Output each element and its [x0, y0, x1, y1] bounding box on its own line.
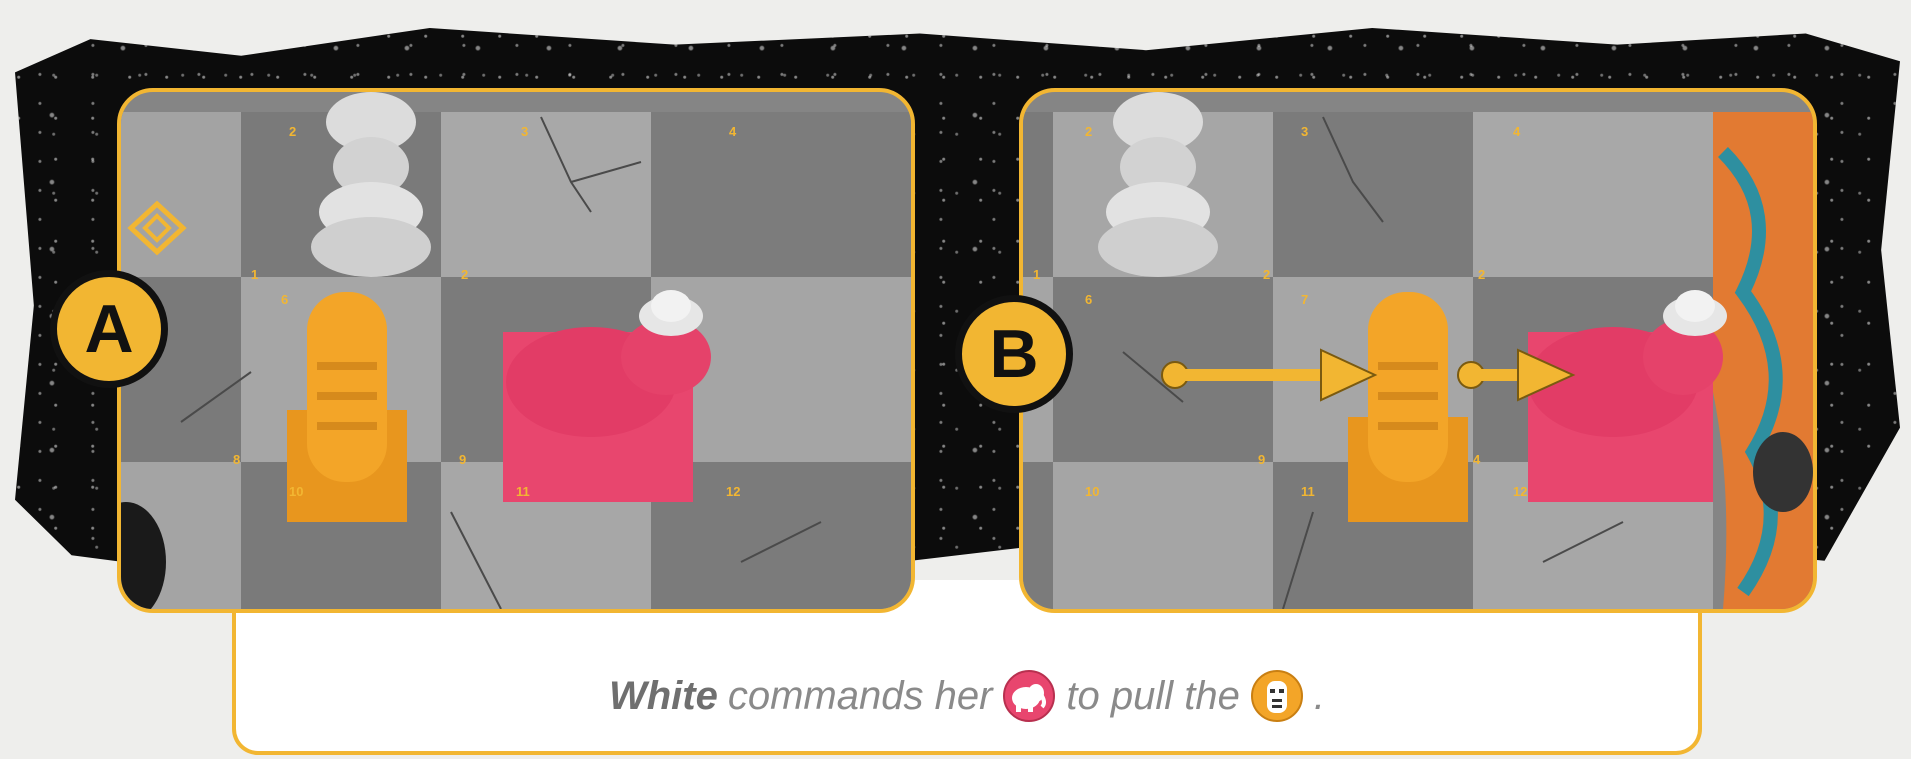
- tile-number: 2: [289, 124, 296, 139]
- tile-number: 10: [289, 484, 303, 499]
- tile-number: 11: [1301, 484, 1315, 499]
- tile-number: 12: [1513, 484, 1527, 499]
- caption-text: White commands her to pull the .: [232, 668, 1702, 724]
- tile-number: 9: [1258, 452, 1265, 467]
- panel-label-b: B: [955, 295, 1073, 413]
- tile-number: 1: [1033, 267, 1040, 282]
- totem-icon: [1250, 669, 1304, 723]
- tile-number: 3: [521, 124, 528, 139]
- caption-end: .: [1314, 674, 1325, 719]
- tile-number: 4: [1513, 124, 1520, 139]
- tile-number: 12: [726, 484, 740, 499]
- tile-number: 2: [461, 267, 468, 282]
- caption-part1: commands her: [728, 674, 993, 719]
- elephant-icon: [1002, 669, 1056, 723]
- tile-number: 7: [1301, 292, 1308, 307]
- tile-number: 10: [1085, 484, 1099, 499]
- caption-subject: White: [609, 674, 718, 719]
- tile-number: 2: [1478, 267, 1485, 282]
- tile-number: 8: [233, 452, 240, 467]
- tile-number: 4: [729, 124, 736, 139]
- board-a: [121, 92, 911, 609]
- tile-number: 2: [1263, 267, 1270, 282]
- tile-number: 1: [251, 267, 258, 282]
- tile-number: 9: [459, 452, 466, 467]
- tile-number: 2: [1085, 124, 1092, 139]
- tile-number: 11: [516, 484, 530, 499]
- tile-number: 4: [1473, 452, 1480, 467]
- tile-number: 6: [281, 292, 288, 307]
- tile-number: 3: [1301, 124, 1308, 139]
- panel-label-a: A: [50, 270, 168, 388]
- tile-number: 6: [1085, 292, 1092, 307]
- caption-part2: to pull the: [1066, 674, 1239, 719]
- board-b: [1023, 92, 1813, 609]
